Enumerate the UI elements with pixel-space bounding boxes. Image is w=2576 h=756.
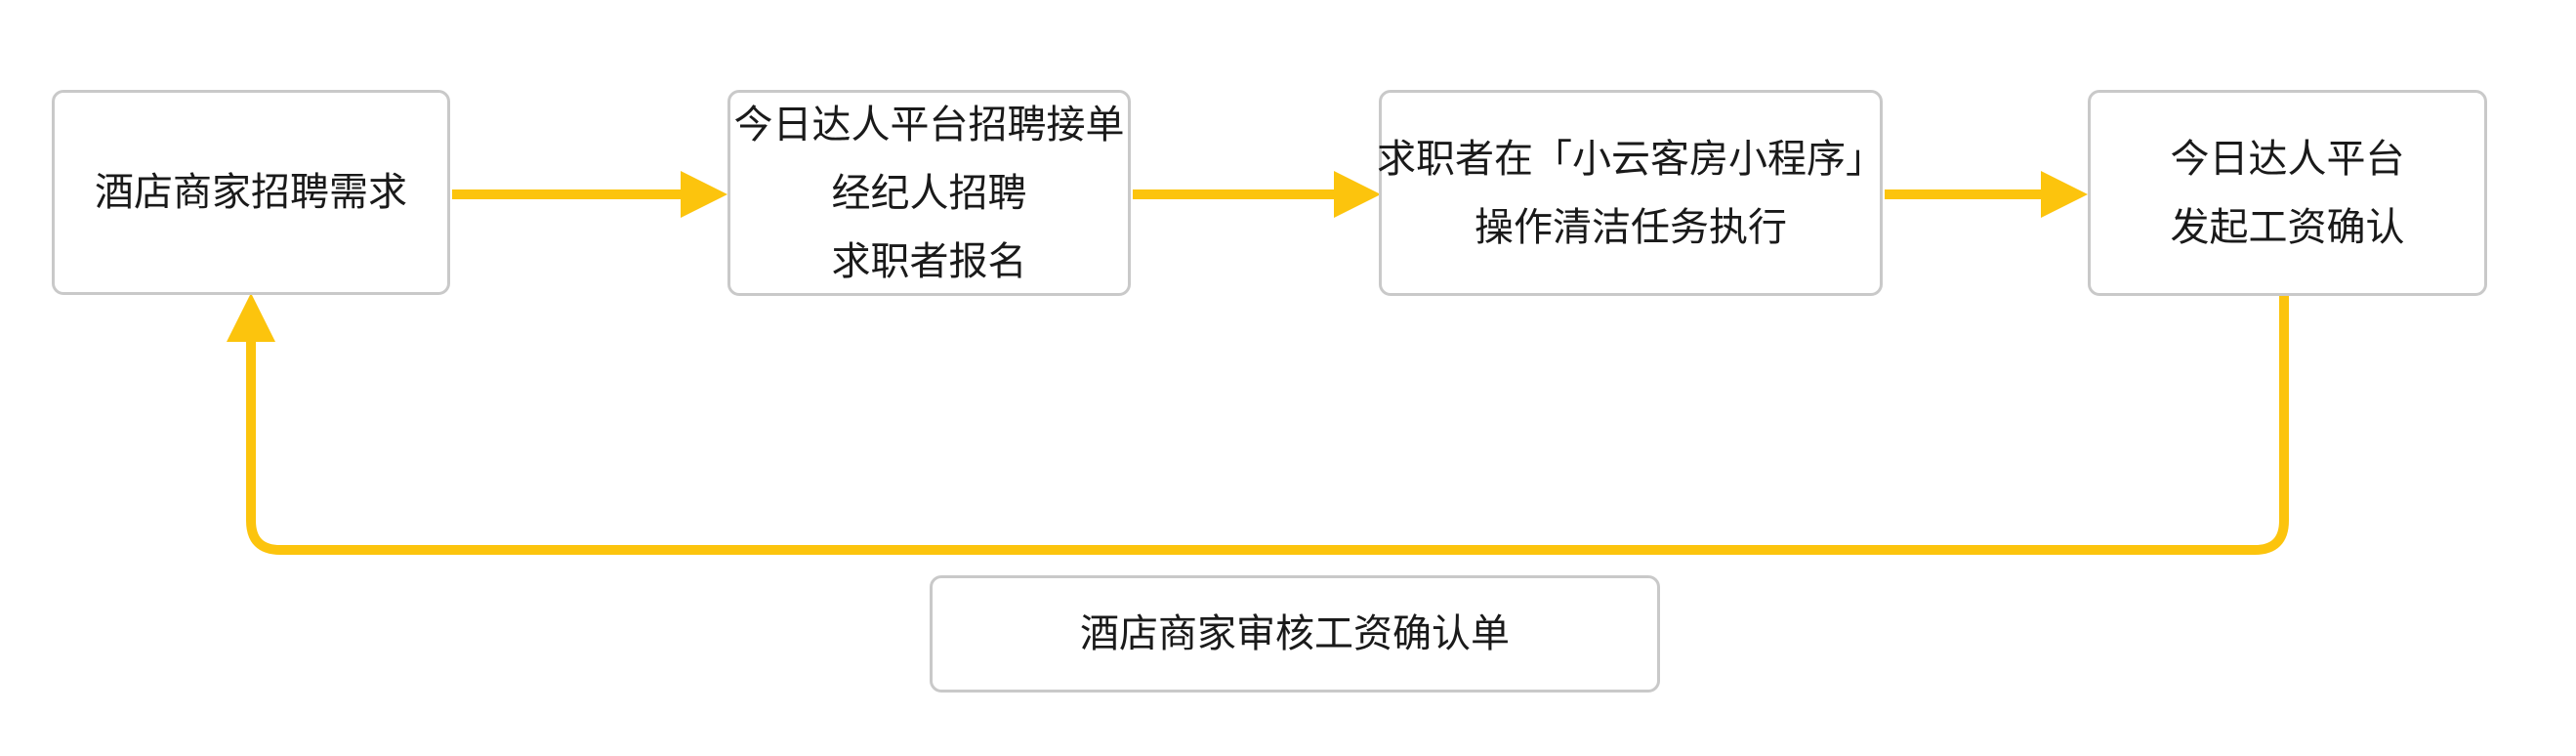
node-text: 酒店商家招聘需求 <box>95 171 407 214</box>
node-text: 操作清洁任务执行 <box>1475 205 1787 249</box>
arrowhead-up-icon <box>227 293 275 342</box>
node-text: 求职者在「小云客房小程序」 <box>1377 137 1885 181</box>
flow-node-hotel-merchant-recruitment-demand[interactable]: 酒店商家招聘需求 <box>52 90 450 295</box>
loop-connector <box>227 293 2289 555</box>
node-text: 今日达人平台招聘接单 <box>733 103 1125 147</box>
node-text: 求职者报名 <box>831 239 1027 283</box>
flow-arrow-2 <box>1133 171 1381 218</box>
flow-arrow-3 <box>1885 171 2088 218</box>
flow-node-hotel-merchant-reviews-salary-confirmation[interactable]: 酒店商家审核工资确认单 <box>930 575 1660 693</box>
flow-node-platform-initiates-salary-confirmation[interactable]: 今日达人平台 发起工资确认 <box>2088 90 2487 296</box>
arrowhead-right-icon <box>681 171 727 218</box>
arrowhead-right-icon <box>2041 171 2088 218</box>
node-text: 发起工资确认 <box>2170 205 2405 249</box>
arrowhead-right-icon <box>1334 171 1381 218</box>
flow-node-jobseeker-mini-program-cleaning-tasks[interactable]: 求职者在「小云客房小程序」 操作清洁任务执行 <box>1377 90 1885 296</box>
node-text: 酒店商家审核工资确认单 <box>1080 612 1510 655</box>
node-text: 经纪人招聘 <box>831 171 1027 215</box>
flow-node-platform-accepts-recruitment-order[interactable]: 今日达人平台招聘接单 经纪人招聘 求职者报名 <box>727 90 1131 296</box>
node-text: 今日达人平台 <box>2170 137 2405 181</box>
